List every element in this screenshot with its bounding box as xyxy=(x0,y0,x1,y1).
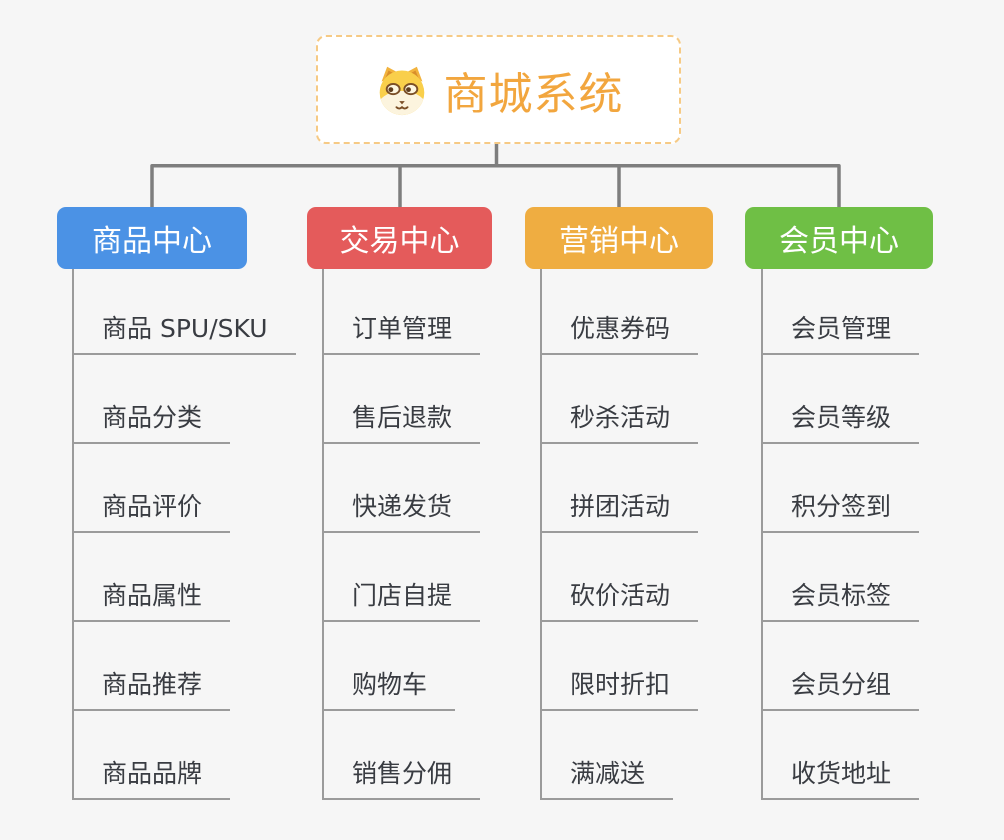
branch-items-member-center: 会员管理 会员等级 积分签到 会员标签 会员分组 收货地址 xyxy=(761,269,1001,800)
branch-header-member-center[interactable]: 会员中心 xyxy=(745,207,933,269)
branch-header-trade-center[interactable]: 交易中心 xyxy=(307,207,492,269)
leaf-node[interactable]: 快递发货 xyxy=(322,487,481,533)
leaf-node[interactable]: 满减送 xyxy=(540,754,674,800)
leaf-node[interactable]: 会员分组 xyxy=(761,665,920,711)
branch-items-product-center: 商品 SPU/SKU 商品分类 商品评价 商品属性 商品推荐 商品品牌 xyxy=(72,269,312,800)
branch-items-marketing-center: 优惠券码 秒杀活动 拼团活动 砍价活动 限时折扣 满减送 xyxy=(540,269,780,800)
dog-face-icon xyxy=(374,64,430,116)
branch-header-product-center[interactable]: 商品中心 xyxy=(57,207,247,269)
branch-items-trade-center: 订单管理 售后退款 快递发货 门店自提 购物车 销售分佣 xyxy=(322,269,562,800)
leaf-node[interactable]: 积分签到 xyxy=(761,487,920,533)
leaf-node[interactable]: 砍价活动 xyxy=(540,576,699,622)
leaf-node[interactable]: 秒杀活动 xyxy=(540,398,699,444)
leaf-node[interactable]: 会员管理 xyxy=(761,309,920,355)
leaf-node[interactable]: 商品评价 xyxy=(72,487,231,533)
leaf-node[interactable]: 商品属性 xyxy=(72,576,231,622)
leaf-node[interactable]: 商品品牌 xyxy=(72,754,231,800)
leaf-node[interactable]: 拼团活动 xyxy=(540,487,699,533)
leaf-node[interactable]: 购物车 xyxy=(322,665,456,711)
leaf-node[interactable]: 门店自提 xyxy=(322,576,481,622)
leaf-node[interactable]: 售后退款 xyxy=(322,398,481,444)
root-node[interactable]: 商城系统 xyxy=(316,35,681,144)
root-title: 商城系统 xyxy=(443,68,624,120)
leaf-node[interactable]: 限时折扣 xyxy=(540,665,699,711)
leaf-node[interactable]: 会员等级 xyxy=(761,398,920,444)
leaf-node[interactable]: 销售分佣 xyxy=(322,754,481,800)
leaf-node[interactable]: 收货地址 xyxy=(761,754,920,800)
leaf-node[interactable]: 优惠券码 xyxy=(540,309,699,355)
leaf-node[interactable]: 商品推荐 xyxy=(72,665,231,711)
leaf-node[interactable]: 订单管理 xyxy=(322,309,481,355)
leaf-node[interactable]: 商品分类 xyxy=(72,398,231,444)
branch-header-marketing-center[interactable]: 营销中心 xyxy=(525,207,713,269)
leaf-node[interactable]: 会员标签 xyxy=(761,576,920,622)
leaf-node[interactable]: 商品 SPU/SKU xyxy=(72,309,296,355)
branch-bus-line xyxy=(150,164,841,207)
